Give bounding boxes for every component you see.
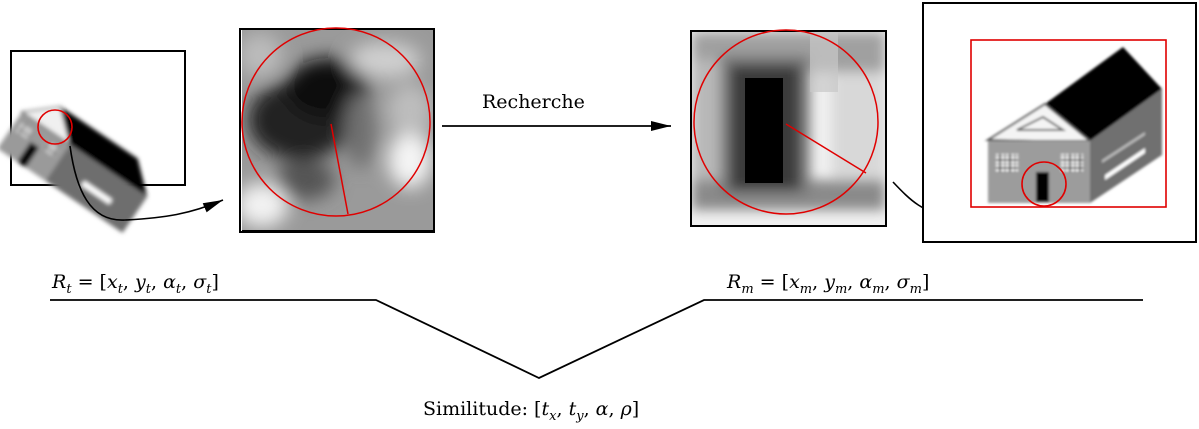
model-region-circle (1021, 161, 1067, 207)
house-picture (984, 47, 1162, 203)
relation-lines (50, 299, 1143, 379)
rotated-house-picture (0, 105, 148, 233)
target-params-label: Rt = [xt, yt, αt, σt] (51, 271, 219, 297)
model-patch-pixels (692, 32, 885, 225)
model-patch-circle (693, 29, 879, 215)
model-patch (690, 29, 887, 227)
target-patch-pixels (242, 30, 433, 230)
model-params-label: Rm = [xm, ym, αm, σm] (726, 271, 929, 297)
similitude-label: Similitude: [tx, ty, α, ρ] (423, 398, 639, 424)
search-label: Recherche (482, 91, 585, 113)
target-orientation-line (330, 123, 349, 215)
model-bounding-box (970, 39, 1167, 208)
model-orientation-line (785, 123, 867, 174)
target-patch (239, 27, 435, 233)
zoom-arrow-target (69, 145, 224, 221)
svg-text:Similitude: [tx, ty, α, ρ]: Similitude: [tx, ty, α, ρ] (423, 398, 639, 424)
target-patch-circle (241, 27, 431, 217)
svg-text:Rm = [xm, ym, αm, σm]: Rm = [xm, ym, αm, σm] (726, 271, 929, 297)
svg-text:Rt = [xt, yt, αt, σt]: Rt = [xt, yt, αt, σt] (51, 271, 219, 297)
model-image (922, 2, 1197, 243)
target-region-circle (37, 109, 73, 145)
target-image (0, 50, 186, 233)
